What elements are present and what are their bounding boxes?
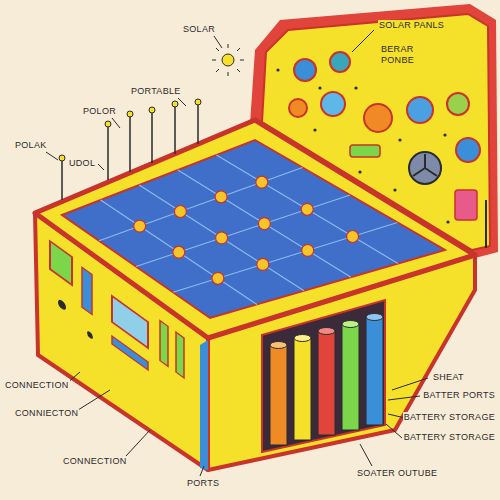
- callout-label: SOLAR: [182, 24, 216, 35]
- batteries: [270, 314, 383, 446]
- panel-grid: [99, 155, 398, 304]
- lid-button: [330, 52, 350, 72]
- port-dot: [87, 330, 93, 340]
- callout-label: SOATER OUTUBE: [356, 468, 438, 479]
- pole-knobs: [59, 99, 201, 161]
- lid-button: [447, 93, 469, 115]
- port-slot: [160, 321, 168, 367]
- lid-button: [289, 99, 307, 117]
- callout-label: PORTABLE: [130, 86, 182, 97]
- solar-panel: [62, 140, 445, 318]
- lid-button: [456, 138, 480, 162]
- lid-button: [294, 59, 316, 81]
- panel-dots: [134, 176, 359, 284]
- port-slot: [112, 336, 148, 370]
- callout-label: SOLAR PANLS: [378, 20, 445, 31]
- callout-label: POLAK: [14, 140, 48, 151]
- battery-compartment: [262, 300, 385, 452]
- lid-bar: [350, 145, 380, 157]
- callout-label: BATTER PORTS: [422, 390, 496, 401]
- port-slot: [176, 332, 184, 378]
- port-screen: [50, 241, 72, 285]
- callout-label: BATTERY STORAGE: [403, 432, 496, 443]
- port-dot: [58, 298, 66, 312]
- sun-icon: [212, 44, 244, 76]
- top-frame: [35, 120, 475, 338]
- callout-label: CONNIECTON: [14, 408, 79, 419]
- poles: [62, 104, 198, 200]
- lid-bar: [455, 190, 477, 220]
- lid-button: [321, 92, 345, 116]
- callout-label: PORTS: [186, 478, 220, 489]
- lid-button: [364, 104, 392, 132]
- lid-antenna: [485, 200, 487, 248]
- fan-blades: [413, 154, 437, 176]
- callout-label: UDOL: [68, 158, 96, 169]
- leader-lines: [46, 30, 428, 476]
- callout-label: BERAR PONBE: [380, 44, 422, 66]
- port-slot: [82, 267, 92, 314]
- callout-label: CONNECTION: [4, 380, 70, 391]
- callout-label: POLOR: [82, 106, 117, 117]
- callout-label: CONNECTION: [62, 456, 128, 467]
- lid-button: [407, 97, 433, 123]
- callout-label: SHEAT: [432, 372, 465, 383]
- callout-label: BATTERY STORAGE: [403, 412, 496, 423]
- lid-fan: [409, 152, 441, 184]
- corner-strip: [200, 340, 208, 470]
